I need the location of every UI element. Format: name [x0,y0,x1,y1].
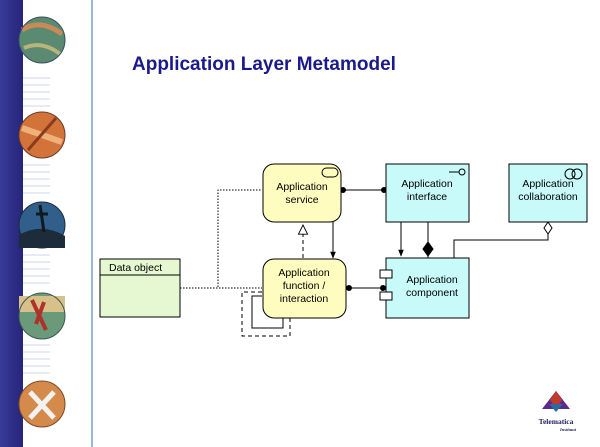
sidebar-photo-5 [18,380,66,428]
telematica-logo: Telematica Instituut [539,391,577,432]
node-application-interface: Application interface [385,163,470,223]
node-application-collaboration: Application collaboration [508,163,588,223]
data-object-label: Data object [109,262,162,274]
node-application-component: Application component [379,257,470,319]
function-self-loop-dashed [241,291,293,337]
function-label-line3: interaction [280,293,329,305]
sidebar-photo-4 [18,292,66,340]
node-application-function: Application function / interaction [262,258,347,319]
composition-diamond [422,241,434,257]
sidebar-photo-1 [18,16,66,64]
component-tab-top [379,269,393,279]
interface-icon [449,168,466,176]
logo-line2: Instituut [559,427,577,432]
sidebar-photo-3 [18,201,66,249]
component-tab-bottom [379,291,393,301]
dataobject-service-link [180,189,262,289]
component-label-line1: Application [406,274,458,286]
node-application-service: Application service [262,163,342,223]
service-label-line1: Application [276,181,328,193]
function-component-dot [346,285,352,291]
collaboration-label-line1: Application [522,178,574,190]
collaboration-label-line2: collaboration [518,191,578,203]
interface-label-line1: Application [401,178,453,190]
component-collaboration-aggregation [453,222,549,258]
service-label-line2: service [285,194,318,206]
collaboration-icon [564,168,583,180]
node-data-object: Data object [99,258,181,318]
service-icon [321,167,339,178]
function-self-loop-solid [251,295,286,329]
function-label-line2: function / [283,280,326,292]
function-label-line1: Application [278,267,330,279]
interface-label-line2: interface [407,191,447,203]
sidebar-band [0,0,23,447]
logo-line1: Telematica [539,417,574,426]
aggregation-diamond [543,221,553,235]
sidebar-photo-2 [18,111,66,159]
slide-title: Application Layer Metamodel [132,54,396,75]
connections [180,187,553,337]
sidebar [0,0,100,447]
component-label-line2: component [406,287,458,299]
sidebar-stripes [23,77,50,374]
